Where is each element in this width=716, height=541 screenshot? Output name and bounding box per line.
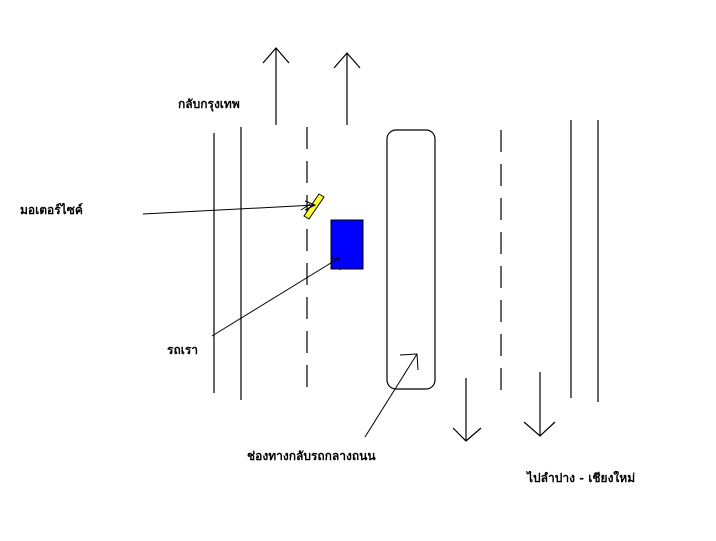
- pointer-motorcycle: [142, 200, 317, 215]
- down-arrow-left: [452, 378, 482, 442]
- pointer-median-gap: [364, 353, 419, 438]
- label-to-lampang-chiangmai: ไปลำปาง - เชียงใหม่: [527, 471, 636, 485]
- median-island: [386, 129, 436, 390]
- label-car: รถเรา: [167, 343, 198, 357]
- label-median-gap: ช่องทางกลับรถกลางถนน: [247, 449, 376, 463]
- pointer-car: [211, 257, 341, 337]
- up-arrow-right: [333, 52, 361, 125]
- motorcycle-shape: [303, 193, 325, 220]
- our-car-shape: [330, 219, 364, 270]
- label-to-bangkok: กลับกรุงเทพ: [178, 97, 240, 111]
- up-arrow-left: [262, 47, 290, 125]
- down-arrow-right: [523, 372, 556, 437]
- label-motorcycle: มอเตอร์ไซค์: [20, 203, 83, 217]
